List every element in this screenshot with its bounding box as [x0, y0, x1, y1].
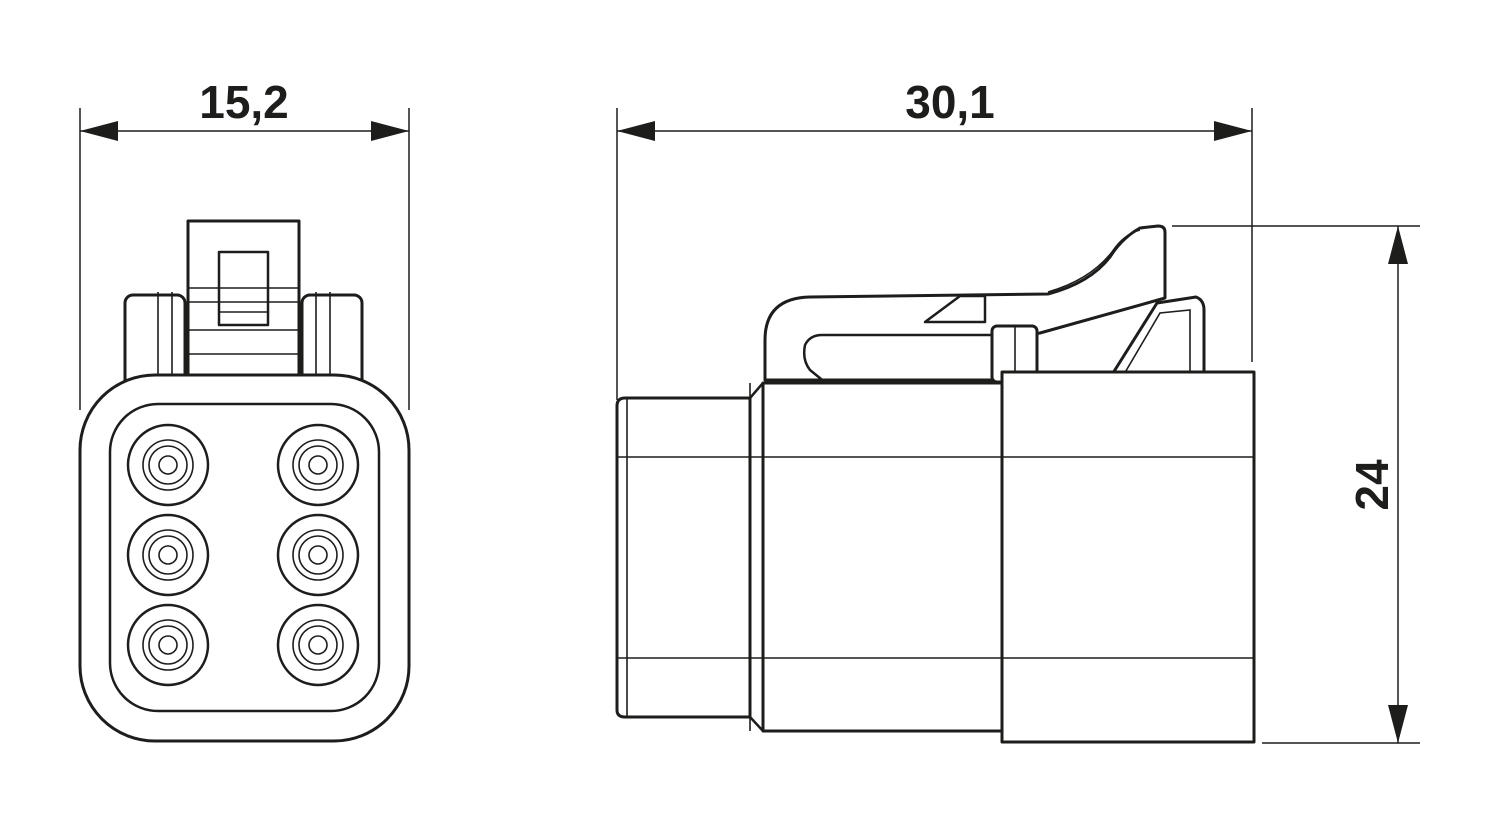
arrowhead: [371, 121, 409, 141]
width-dimension-label: 15,2: [199, 76, 289, 128]
length-dimension-label: 30,1: [905, 76, 995, 128]
cavity: [126, 513, 210, 597]
front-insert: [108, 402, 381, 713]
arrowhead: [617, 121, 655, 141]
side-rear-nose: [615, 396, 752, 719]
length-dimension: 30,1: [616, 76, 1253, 400]
latch-hook: [763, 224, 1167, 382]
arrowhead: [1388, 226, 1408, 264]
side-front-sleeve: [1000, 370, 1256, 744]
side-housing: [761, 381, 1005, 733]
latch-window: [217, 250, 270, 327]
cavity: [276, 423, 360, 507]
arrowhead: [1214, 121, 1252, 141]
side-view: [615, 224, 1256, 744]
cavity: [276, 513, 360, 597]
cavity: [276, 603, 360, 687]
cavity: [126, 603, 210, 687]
height-dimension-label: 24: [1346, 459, 1398, 511]
width-dimension: 15,2: [79, 76, 410, 410]
arrowhead: [80, 121, 118, 141]
arrowhead: [1388, 705, 1408, 743]
front-view: [78, 219, 411, 743]
height-dimension: 24: [1172, 225, 1420, 744]
cavity: [126, 423, 210, 507]
